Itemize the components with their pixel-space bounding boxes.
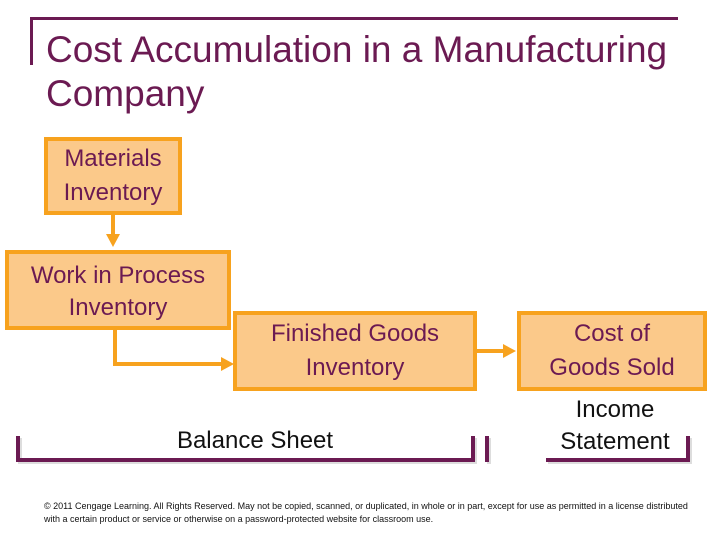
materials-inventory-box: Materials Inventory (44, 137, 182, 215)
arrowhead-materials-to-wip (106, 234, 120, 247)
copyright-footer: © 2011 Cengage Learning. All Rights Rese… (44, 501, 688, 524)
cost-of-goods-sold-box: Cost of Goods Sold (517, 311, 707, 391)
slide-title: Cost Accumulation in a Manufacturing Com… (46, 29, 668, 114)
balance-sheet-bracket (16, 436, 477, 464)
finished-goods-box: Finished Goods Inventory (233, 311, 477, 391)
finished-goods-label: Finished Goods Inventory (270, 320, 440, 381)
income-statement-label: Income Statement (560, 396, 670, 455)
arrowhead-finished-to-cogs (503, 344, 516, 358)
balance-sheet-label: Balance Sheet (176, 427, 334, 454)
income-statement-bracket (485, 436, 692, 464)
title-frame-top (30, 17, 678, 20)
title-frame-left (30, 17, 33, 65)
materials-inventory-label: Materials Inventory (63, 145, 163, 206)
work-in-process-label: Work in Process Inventory (30, 262, 206, 321)
arrowhead-wip-to-finished (221, 357, 234, 371)
cost-of-goods-sold-label: Cost of Goods Sold (549, 320, 675, 381)
work-in-process-box: Work in Process Inventory (5, 250, 231, 330)
arrow-wip-to-finished (113, 329, 222, 366)
